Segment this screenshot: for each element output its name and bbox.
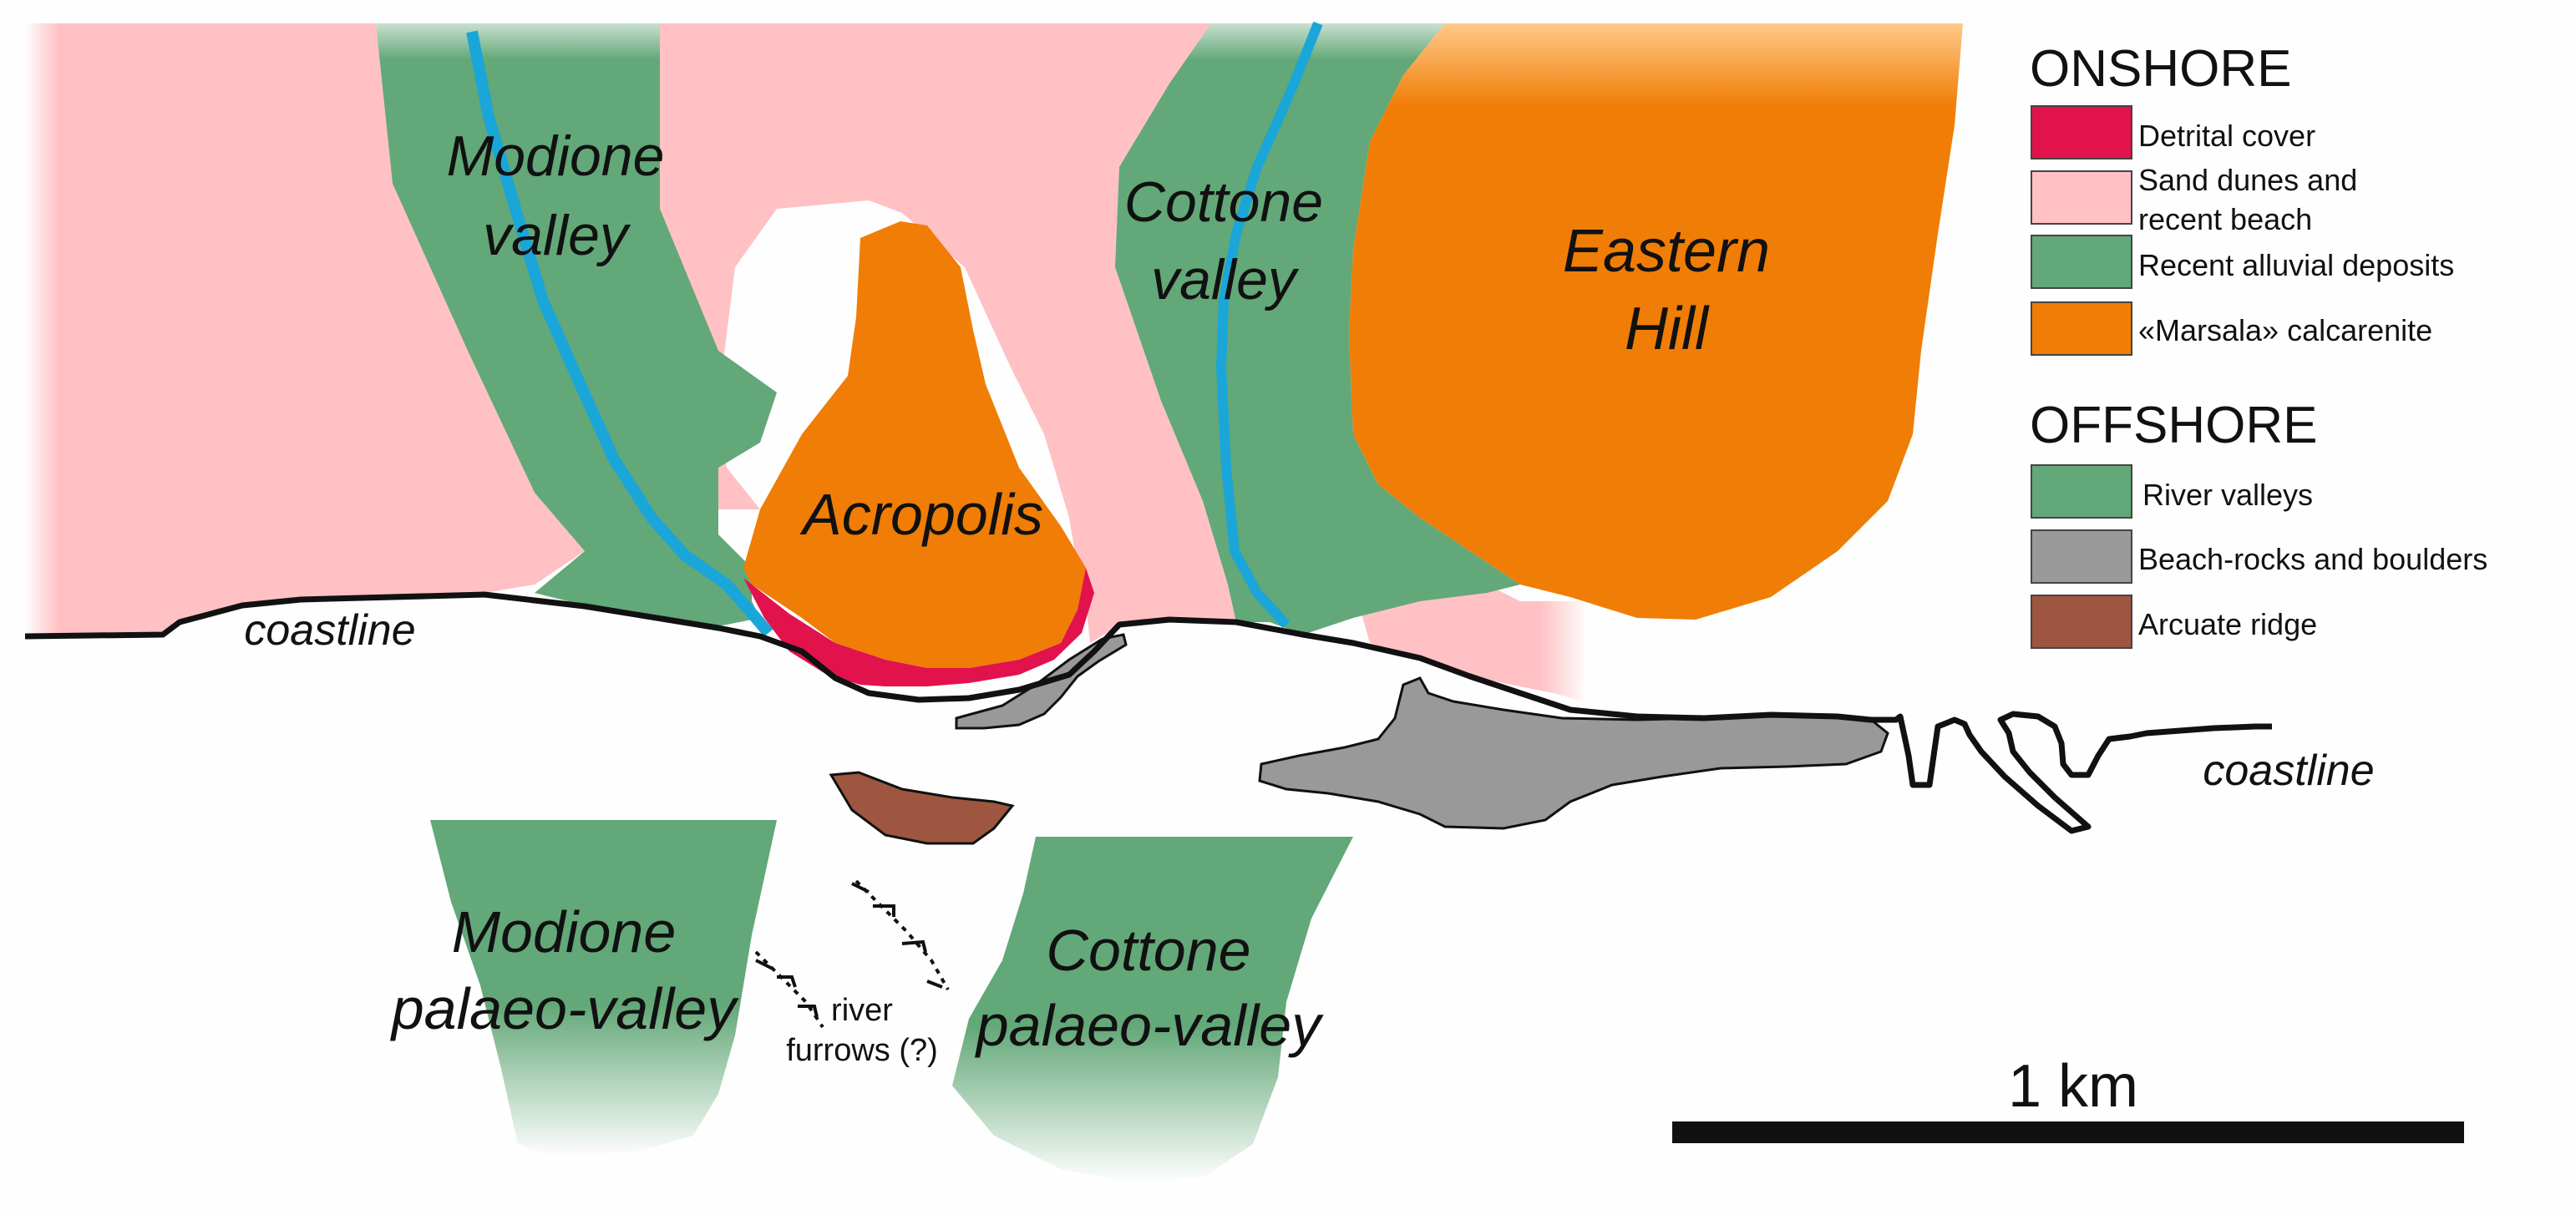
river-furrows: [754, 879, 950, 1029]
label-modione-valley-1: Modione: [447, 124, 665, 188]
scale-bar: 1 km: [1672, 1053, 2464, 1143]
label-modione-palaeo-1: Modione: [452, 899, 677, 964]
dunes-swatch: [2031, 170, 2132, 225]
label-cottone-valley-1: Cottone: [1124, 170, 1323, 234]
detrital-cover-area: [743, 568, 1094, 686]
legend: ONSHORE Detrital cover Sand dunes and re…: [2030, 40, 2487, 649]
beachrock-swatch: [2031, 529, 2132, 584]
river-valley-swatch: [2031, 464, 2132, 519]
eastern-hill-area: [1349, 23, 1963, 620]
label-river-furrows-1: river: [831, 993, 893, 1028]
dunes-west-area: [25, 23, 585, 636]
ridge-swatch: [2031, 595, 2132, 649]
legend-offshore-title: OFFSHORE: [2030, 397, 2317, 454]
label-river-furrows-2: furrows (?): [786, 1033, 938, 1068]
dunes-central-area: [660, 23, 1236, 643]
label-eastern-hill-1: Eastern: [1563, 218, 1770, 285]
furrow-line-1: [854, 879, 950, 990]
modione-palaeo-valley-area: [430, 820, 777, 1157]
detrital-swatch: [2031, 105, 2132, 159]
furrow-tick-2: [755, 959, 819, 1018]
scale-bar-line: [1672, 1121, 2464, 1143]
beachrock-large-area: [1258, 676, 1889, 830]
label-cottone-palaeo-1: Cottone: [1046, 918, 1250, 983]
label-acropolis: Acropolis: [799, 482, 1043, 547]
furrow-tick-1: [851, 882, 943, 989]
cottone-valley-area: [1115, 23, 1520, 635]
map-labels: Modione valley Cottone valley Eastern Hi…: [244, 124, 2374, 1068]
cottone-palaeo-valley-area: [952, 837, 1353, 1182]
legend-river-valleys-label: River valleys: [2142, 478, 2313, 512]
label-coastline-west: coastline: [244, 606, 415, 655]
legend-ridge-label: Arcuate ridge: [2138, 607, 2317, 641]
legend-onshore-title: ONSHORE: [2030, 40, 2291, 98]
label-cottone-palaeo-2: palaeo-valley: [975, 993, 1324, 1058]
label-modione-palaeo-2: palaeo-valley: [390, 976, 739, 1041]
onshore-layer: [25, 21, 1963, 701]
legend-beachrock-label: Beach-rocks and boulders: [2138, 542, 2487, 576]
legend-dunes-label-1: Sand dunes and: [2138, 163, 2357, 197]
legend-alluvial-label: Recent alluvial deposits: [2138, 248, 2454, 282]
offshore-layer: [430, 633, 1889, 1182]
scale-bar-label: 1 km: [2008, 1053, 2138, 1120]
arcuate-ridge-area: [829, 771, 1015, 845]
label-cottone-valley-2: valley: [1151, 248, 1300, 311]
coastline: [24, 591, 2272, 834]
legend-calcarenite-label: «Marsala» calcarenite: [2138, 313, 2432, 347]
label-modione-valley-2: valley: [483, 204, 631, 267]
cottone-river: [1216, 21, 1323, 629]
label-eastern-hill-2: Hill: [1625, 296, 1710, 362]
calcarenite-swatch: [2031, 301, 2132, 356]
legend-detrital-label: Detrital cover: [2138, 119, 2315, 153]
acropolis-area: [743, 221, 1086, 668]
legend-dunes-label-2: recent beach: [2138, 202, 2312, 236]
furrow-line-2: [754, 950, 824, 1029]
alluvial-swatch: [2031, 235, 2132, 289]
modione-valley-area: [376, 23, 777, 626]
modione-river: [466, 30, 773, 637]
label-coastline-east: coastline: [2203, 747, 2374, 795]
